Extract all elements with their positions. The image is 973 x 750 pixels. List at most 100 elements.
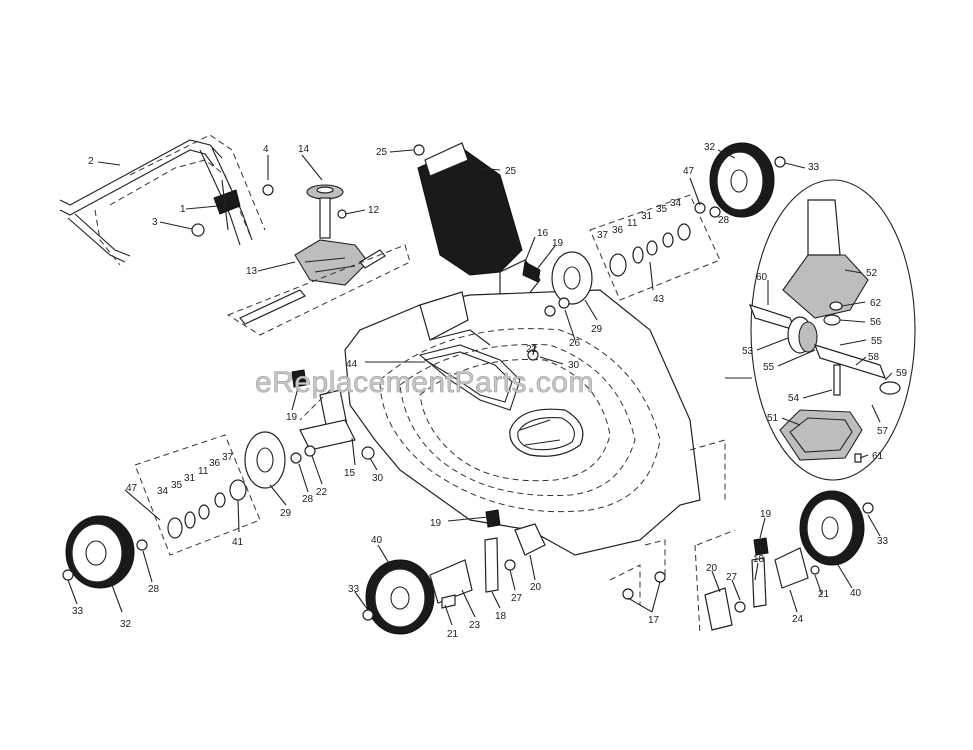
rear-chute-assembly [413, 142, 541, 306]
callout-28-left-wheel: 28 [148, 584, 160, 595]
spring-left [291, 369, 307, 388]
callout-52: 52 [866, 268, 878, 279]
spring [522, 261, 541, 283]
axle-58 [813, 344, 887, 379]
callout-20-left: 20 [530, 582, 542, 593]
callout-28-left: 28 [302, 494, 314, 505]
callout-33-front-left: 33 [348, 584, 360, 595]
callout-54: 54 [788, 393, 800, 404]
callout-33-front-right: 33 [877, 536, 889, 547]
callout-11-right: 11 [627, 218, 638, 229]
callout-47-left: 47 [126, 483, 138, 494]
callout-31-left: 31 [184, 473, 196, 484]
gear-wheel-right [551, 251, 593, 305]
callout-40-right: 40 [850, 588, 862, 599]
nut [191, 223, 205, 237]
front-right-wheel [694, 490, 874, 636]
callout-34-left: 34 [157, 486, 169, 497]
bolt [262, 184, 274, 196]
handle-bracket [213, 189, 241, 215]
left-wheel-parts [134, 431, 316, 556]
front-left-wheel [362, 509, 546, 635]
callout-17: 17 [648, 615, 660, 626]
callout-19-top: 19 [552, 238, 564, 249]
callout-21-right: 21 [818, 589, 830, 600]
front-right-lever [751, 557, 767, 608]
rear-right-wheel [694, 142, 786, 218]
callout-29-right: 29 [591, 324, 603, 335]
callout-59: 59 [896, 368, 908, 379]
callout-40-left: 40 [371, 535, 383, 546]
rear-left-wheel [62, 515, 148, 589]
drive-belt [418, 344, 521, 411]
callout-18-left: 18 [495, 611, 507, 622]
detail-callout-oval [750, 179, 916, 481]
drive-shaft [239, 289, 306, 325]
callout-55-lower: 55 [763, 362, 775, 373]
callout-32-left: 32 [120, 619, 132, 630]
callout-61: 61 [872, 451, 884, 462]
callout-62: 62 [870, 298, 882, 309]
leader-lines [67, 149, 893, 626]
axle-studs [609, 539, 666, 605]
callout-28-right: 28 [718, 215, 730, 226]
callout-32-right: 32 [704, 142, 716, 153]
callout-30-left: 30 [372, 473, 384, 484]
callout-34-right: 34 [670, 198, 682, 209]
callout-60: 60 [756, 272, 768, 283]
callout-33-right: 33 [808, 162, 820, 173]
callout-22-left: 22 [316, 487, 328, 498]
callout-25-flap: 25 [505, 166, 517, 177]
callout-16: 16 [537, 228, 549, 239]
transmission-detail [725, 179, 916, 481]
callout-29-left: 29 [280, 508, 292, 519]
gearbox-housing [294, 239, 369, 286]
callout-55-upper: 55 [871, 336, 883, 347]
callout-31-right: 31 [641, 211, 653, 222]
callout-35-right: 35 [656, 204, 668, 215]
callout-47-right: 47 [683, 166, 695, 177]
callout-44: 44 [346, 359, 358, 370]
callout-58: 58 [868, 352, 880, 363]
callout-30-right: 30 [568, 360, 580, 371]
callout-19-deck: 19 [430, 518, 442, 529]
callout-36-right: 36 [612, 225, 624, 236]
callout-33-left: 33 [72, 606, 84, 617]
transmission-cover [782, 254, 869, 319]
callout-21-left: 21 [447, 629, 459, 640]
callout-15: 15 [344, 468, 356, 479]
callout-14: 14 [298, 144, 310, 155]
callout-19-left: 19 [286, 412, 298, 423]
guide-lines [299, 389, 726, 500]
front-left-lever [484, 537, 499, 593]
callout-57: 57 [877, 426, 889, 437]
handle-assembly [59, 134, 266, 266]
callout-56: 56 [870, 317, 882, 328]
callout-12: 12 [368, 205, 380, 216]
gear-wheel-left [244, 431, 286, 489]
callout-36-left: 36 [209, 458, 221, 469]
callout-19-right: 19 [760, 509, 772, 520]
rear-flap [417, 147, 523, 276]
callout-18-right: 18 [753, 554, 765, 565]
gearbox-assembly [191, 184, 411, 336]
right-gear-parts [527, 194, 721, 361]
callout-20-right: 20 [706, 563, 718, 574]
callout-37-left: 37 [222, 452, 234, 463]
callout-labels: 2 4 1 3 14 12 13 25 25 16 19 32 33 47 37… [72, 142, 908, 640]
callout-23: 23 [469, 620, 481, 631]
callout-41: 41 [232, 537, 244, 548]
callout-24: 24 [792, 614, 804, 625]
callout-2: 2 [88, 156, 94, 167]
callout-22-right: 22 [526, 344, 538, 355]
callout-27-left: 27 [511, 593, 523, 604]
callout-11-left: 11 [198, 466, 209, 477]
callout-1: 1 [180, 204, 186, 215]
callout-13: 13 [246, 266, 258, 277]
callout-53: 53 [742, 346, 754, 357]
callout-4: 4 [263, 144, 269, 155]
callout-35-left: 35 [171, 480, 183, 491]
callout-25-bolt: 25 [376, 147, 388, 158]
mower-deck [344, 289, 701, 556]
